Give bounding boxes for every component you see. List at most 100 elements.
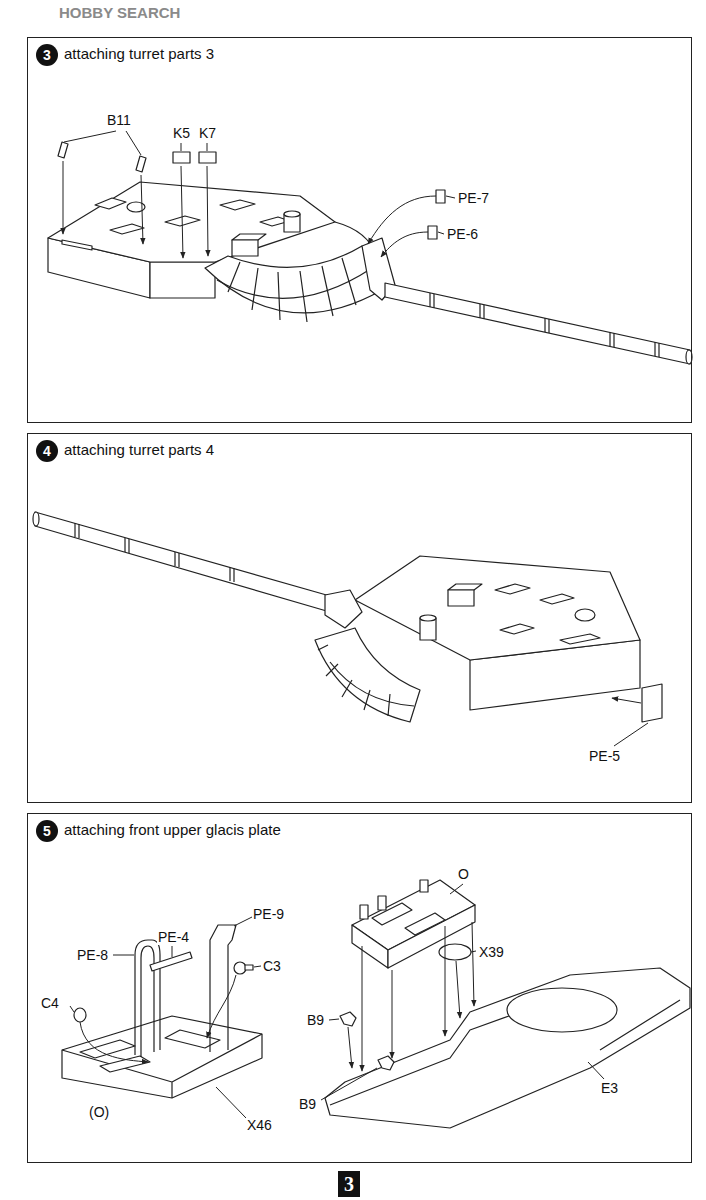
part-number: B9 <box>298 1096 317 1112</box>
turret-drawing-shape <box>199 152 216 163</box>
turret-drawing-shape <box>385 283 690 364</box>
step-number: 3 <box>43 48 51 62</box>
assembly-arrows-shape <box>612 698 641 703</box>
assembly-arrows-shape <box>234 917 252 926</box>
part-number: PE-4 <box>157 929 190 945</box>
assembly-arrows-shape <box>216 1087 246 1118</box>
turret-drawing-shape <box>420 615 436 621</box>
turret-drawing-shape <box>575 609 595 621</box>
assembly-arrows-shape <box>392 970 393 1058</box>
hull-drawing-shape <box>378 1056 394 1070</box>
part-number: B11 <box>106 112 132 128</box>
assembly-arrows-shape <box>64 131 116 142</box>
part-number: PE-9 <box>252 906 285 922</box>
assembly-arrows-shape <box>207 166 208 256</box>
glacis-plate-drawing-shape <box>62 1016 262 1098</box>
part-number: X39 <box>478 944 505 960</box>
turret-drawing-shape <box>448 590 474 606</box>
assembly-arrows-shape <box>614 723 648 746</box>
assembly-arrows-shape <box>181 143 182 151</box>
glacis-plate-drawing-shape <box>62 1034 262 1098</box>
turret-drawing-shape <box>500 624 534 634</box>
step-title: attaching turret parts 4 <box>64 441 214 458</box>
turret-drawing-shape <box>232 240 258 256</box>
turret-drawing-shape <box>62 240 92 250</box>
hull-drawing <box>325 880 690 1128</box>
assembly-arrows-shape <box>456 961 460 1018</box>
step-title: attaching front upper glacis plate <box>64 821 281 838</box>
assembly-arrows-shape <box>588 1062 604 1079</box>
assembly-arrows <box>70 917 261 1118</box>
turret-drawing-shape <box>110 224 144 234</box>
turret-drawing-shape <box>540 594 574 604</box>
glacis-plate-drawing-shape <box>150 952 192 971</box>
assembly-arrows-shape <box>172 946 173 957</box>
hull-drawing-shape <box>330 992 680 1105</box>
hull-drawing-shape <box>325 968 690 1128</box>
glacis-plate-drawing-shape <box>245 965 253 970</box>
part-number: K7 <box>198 125 217 141</box>
assembly-arrows <box>63 131 455 258</box>
glacis-plate-drawing <box>62 925 262 1098</box>
hull-drawing-shape <box>360 905 368 919</box>
turret-drawing-shape <box>430 293 659 357</box>
turret-drawing <box>48 142 692 364</box>
turret-drawing-shape <box>448 584 482 590</box>
assembly-arrows-shape <box>141 175 143 244</box>
hull-drawing-shape <box>420 880 428 892</box>
subassembly-mark: (O) <box>88 1104 110 1120</box>
hull-drawing-shape <box>378 896 386 910</box>
assembly-arrows-shape <box>181 166 183 258</box>
assembly-arrows-shape <box>445 926 446 1036</box>
step-number-badge: 3 <box>36 44 58 66</box>
turret-drawing-shape <box>325 590 362 628</box>
part-number: PE-8 <box>76 947 109 963</box>
assembly-arrows-shape <box>70 1006 74 1012</box>
hull-drawing-shape <box>340 1012 356 1026</box>
glacis-plate-drawing-shape <box>135 940 160 1055</box>
turret-drawing-shape <box>318 645 414 716</box>
part-number: C3 <box>262 958 282 974</box>
turret-drawing-shape <box>495 584 530 594</box>
turret-drawing-shape <box>220 200 255 210</box>
part-number: B9 <box>306 1012 325 1028</box>
assembly-arrows-shape <box>438 232 444 234</box>
assembly-arrows-shape <box>207 143 208 151</box>
turret-drawing-shape <box>560 634 600 644</box>
part-number: PE-5 <box>588 748 621 764</box>
assembly-arrows-shape <box>450 884 463 894</box>
turret-drawing-shape <box>58 142 68 158</box>
step-panel: attaching front upper glacis plate 5 <box>27 813 692 1163</box>
turret-drawing-shape <box>136 156 146 172</box>
turret-drawing-shape <box>33 512 39 526</box>
glacis-plate-drawing-shape <box>210 925 236 1052</box>
assembly-arrows-shape <box>321 1068 377 1100</box>
hull-drawing-shape <box>405 913 445 935</box>
turret-drawing-shape <box>355 556 640 660</box>
page-number-box: 3 <box>338 1171 360 1197</box>
step-title: attaching turret parts 3 <box>64 45 214 62</box>
page-number: 3 <box>344 1171 354 1197</box>
turret-drawing-shape <box>232 234 266 240</box>
hull-drawing-shape <box>439 944 471 960</box>
step-number-badge: 5 <box>36 820 58 842</box>
turret-drawing-shape <box>35 512 330 612</box>
assembly-arrows-shape <box>126 131 141 155</box>
glacis-plate-drawing-shape <box>74 1008 86 1022</box>
glacis-plate-drawing-shape <box>141 946 154 1057</box>
assembly-arrows-shape <box>348 1027 352 1068</box>
turret-drawing-shape <box>315 628 420 722</box>
assembly-arrows <box>321 884 604 1100</box>
assembly-arrows-shape <box>362 946 363 1071</box>
turret-drawing-shape <box>95 198 126 209</box>
part-number: X46 <box>246 1117 273 1133</box>
assembly-arrows-shape <box>446 196 455 198</box>
turret-drawing-shape <box>284 211 300 217</box>
assembly-arrows-shape <box>471 951 476 952</box>
hull-drawing-shape <box>352 925 388 968</box>
step-number: 4 <box>43 444 51 458</box>
watermark: HOBBY SEARCH <box>58 4 181 21</box>
assembly-arrows-shape <box>63 161 64 234</box>
